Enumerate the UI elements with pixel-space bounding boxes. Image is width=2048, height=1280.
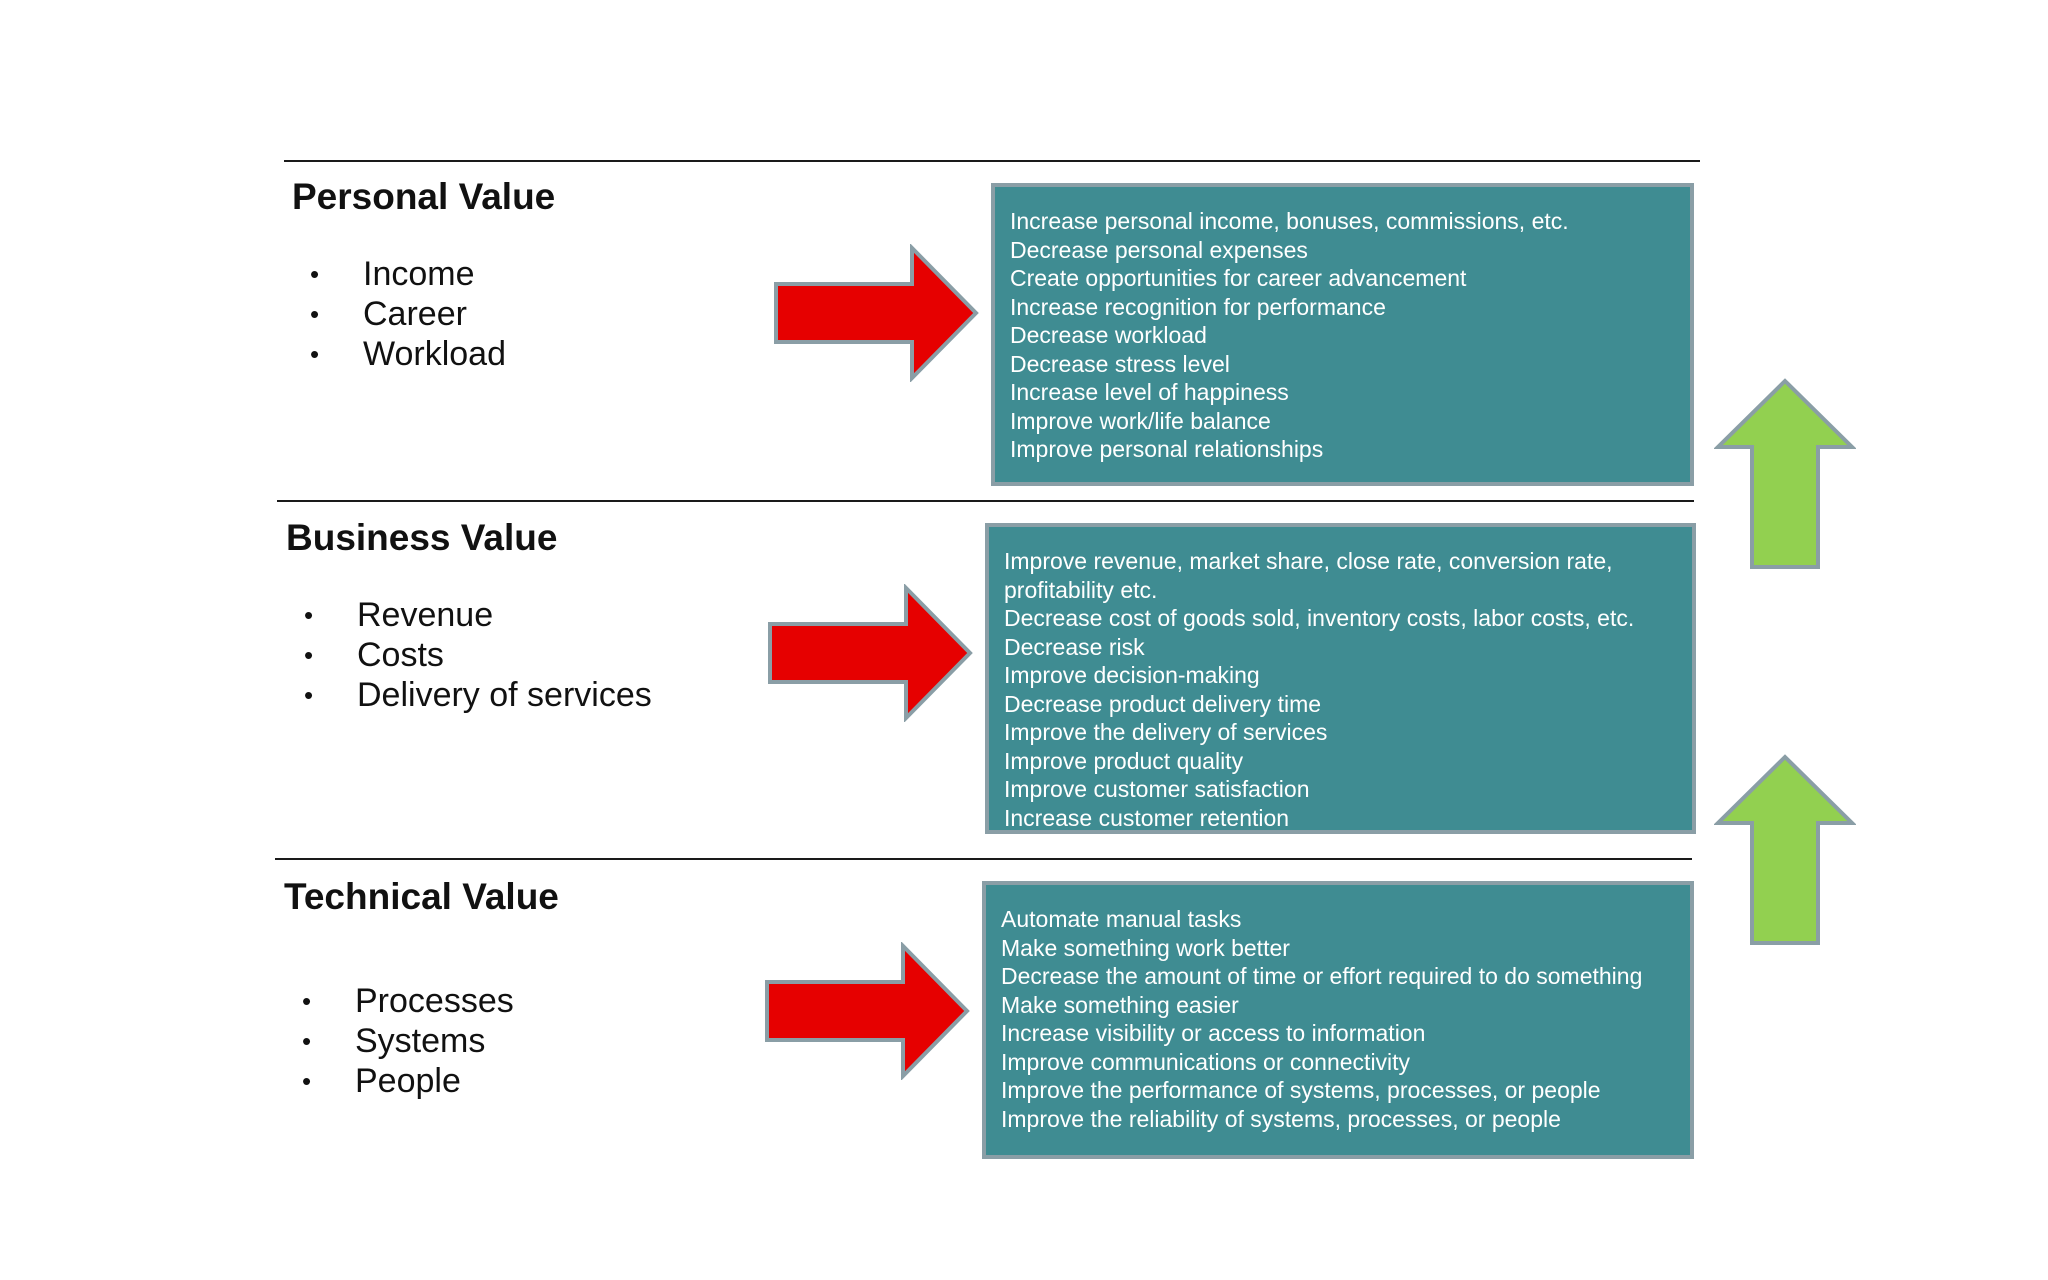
list-item: •Processes	[302, 982, 514, 1020]
bullet-icon: •	[310, 339, 320, 369]
bullet-icon: •	[302, 1066, 312, 1096]
details-box-personal: Increase personal income, bonuses, commi…	[991, 183, 1694, 486]
red-arrow-right-icon	[774, 244, 979, 382]
list-item: •Revenue	[304, 596, 494, 634]
bullet-list-personal: •Income •Career •Workload	[310, 254, 506, 374]
red-arrow-right-icon	[765, 942, 970, 1080]
list-item: •Career	[310, 295, 467, 333]
divider-middle-1	[277, 500, 1694, 502]
section-heading-technical: Technical Value	[284, 876, 559, 917]
bullet-list-technical: •Processes •Systems •People	[302, 981, 514, 1101]
list-item: •Systems	[302, 1022, 486, 1060]
details-box-technical: Automate manual tasks Make something wor…	[982, 881, 1694, 1159]
green-arrow-up-icon	[1714, 378, 1856, 569]
bullet-icon: •	[302, 986, 312, 1016]
bullet-icon: •	[304, 680, 314, 710]
list-item: •Income	[310, 255, 475, 293]
green-arrow-up-icon	[1714, 754, 1856, 945]
bullet-list-business: •Revenue •Costs •Delivery of services	[304, 595, 652, 715]
list-item: •People	[302, 1062, 461, 1100]
red-arrow-right-icon	[768, 584, 973, 722]
list-item: •Costs	[304, 636, 444, 674]
bullet-icon: •	[310, 299, 320, 329]
list-item: •Workload	[310, 335, 506, 373]
divider-top	[284, 160, 1700, 162]
bullet-icon: •	[304, 600, 314, 630]
bullet-icon: •	[302, 1026, 312, 1056]
list-item: •Delivery of services	[304, 676, 652, 714]
divider-middle-2	[275, 858, 1692, 860]
bullet-icon: •	[310, 259, 320, 289]
section-heading-business: Business Value	[286, 517, 558, 558]
details-box-business: Improve revenue, market share, close rat…	[985, 523, 1696, 834]
bullet-icon: •	[304, 640, 314, 670]
section-heading-personal: Personal Value	[292, 176, 556, 217]
